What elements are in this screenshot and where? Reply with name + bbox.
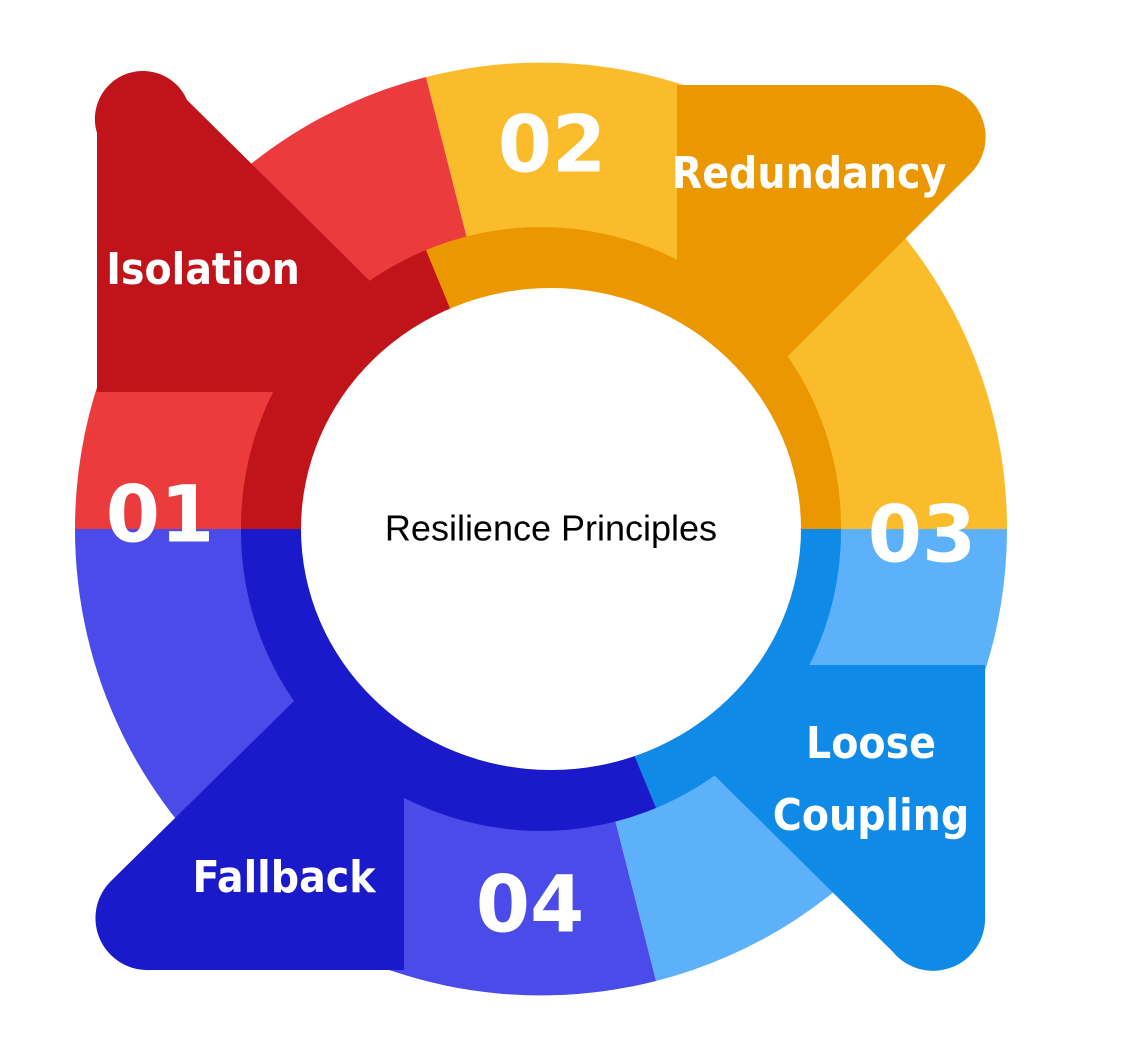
segment-03-arrow-tab bbox=[712, 665, 986, 971]
segment-04-arrow-tab bbox=[95, 700, 405, 971]
segment-02-label: Redundancy bbox=[672, 148, 947, 199]
segment-02-arrow-tab bbox=[677, 84, 986, 357]
segment-04-label: Fallback bbox=[192, 852, 377, 903]
segment-03-label-line-2: Coupling bbox=[773, 790, 969, 841]
segment-03-number: 03 bbox=[868, 490, 977, 580]
segment-04-number: 04 bbox=[476, 860, 585, 950]
segment-03-label-line-1: Loose bbox=[806, 718, 936, 769]
center-circle bbox=[301, 288, 801, 770]
segment-01-number: 01 bbox=[106, 470, 215, 560]
center-title: Resilience Principles bbox=[385, 508, 717, 549]
segment-02-number: 02 bbox=[498, 100, 607, 190]
segment-01-arrow-tab bbox=[94, 70, 372, 392]
segment-01-label: Isolation bbox=[106, 244, 300, 295]
